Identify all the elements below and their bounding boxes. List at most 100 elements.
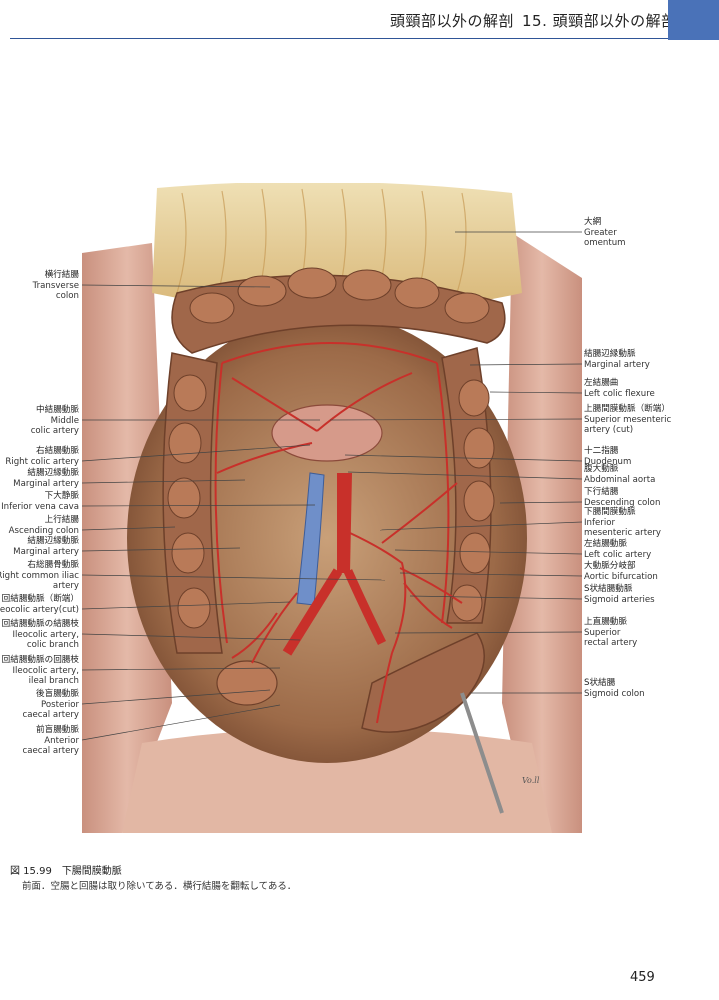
leader-line-right-2	[469, 363, 583, 366]
label-english: caecal artery	[22, 746, 79, 756]
leader-line-left-11	[81, 667, 281, 671]
leader-line-right-10	[399, 572, 583, 577]
label-english: Left colic flexure	[584, 388, 655, 399]
label-english: colon	[55, 291, 79, 301]
label-japanese: 前盲腸動脈	[36, 725, 79, 735]
label-english: Ileocolic artery,	[12, 629, 80, 640]
label-english: Ileocolic artery,	[12, 665, 80, 676]
label-english: Abdominal aorta	[584, 474, 656, 485]
leader-line-left-5	[81, 504, 316, 507]
label-japanese: 大動脈分岐部	[584, 561, 636, 571]
leader-line-left-9	[81, 601, 291, 610]
label-english: Middle	[50, 415, 79, 426]
label-japanese: 左結腸動脈	[584, 539, 627, 549]
artist-signature: Vo.ll	[522, 776, 540, 785]
label-english: Anterior	[44, 735, 79, 746]
label-english: Marginal artery	[13, 478, 79, 489]
label-english: Ileocolic artery(cut)	[0, 604, 79, 615]
leader-line-left-6	[81, 526, 176, 531]
superior-rectal-artery	[376, 652, 393, 724]
label-english: Marginal artery	[13, 546, 79, 557]
header-chapter-title: 15. 頭頸部以外の解剖	[522, 12, 677, 30]
label-japanese: 結腸辺縁動脈	[27, 468, 79, 478]
label-japanese: 左結腸曲	[584, 378, 619, 388]
label-english: Aortic bifurcation	[584, 571, 658, 582]
peritoneal-cavity	[127, 313, 527, 763]
label-english: colic artery	[30, 426, 79, 436]
leader-line-right-9	[394, 549, 583, 555]
figure-title: 下腸間膜動脈	[61, 866, 122, 877]
label-english: Ascending colon	[8, 525, 79, 536]
label-japanese: 結腸辺縁動脈	[27, 536, 79, 546]
chapter-tab	[668, 0, 719, 40]
label-english: ileal branch	[28, 676, 79, 686]
label-japanese: S状結腸動脈	[584, 584, 633, 594]
label-japanese: 下腸間膜動脈	[584, 507, 636, 517]
label-english: Right common iliac	[0, 570, 79, 581]
right-colic-artery	[216, 442, 313, 474]
label-english: Left colic artery	[584, 549, 652, 560]
leader-line-right-4	[329, 418, 583, 421]
label-english: Inferior	[584, 517, 616, 528]
pelvic-wall	[122, 728, 552, 833]
left-label-9: 回結腸動脈（断端）Ileocolic artery(cut)	[0, 594, 79, 615]
label-english: Descending colon	[584, 497, 661, 508]
label-english: Posterior	[41, 699, 79, 710]
sigmoid-arteries	[399, 567, 463, 629]
marginal-artery-left	[436, 362, 450, 624]
figure-caption-description: 前面．空腸と回腸は取り除いてある．横行結腸を翻転してある．	[22, 881, 297, 892]
page-number: 459	[630, 970, 655, 985]
leader-line-left-3	[81, 444, 311, 462]
page-header: 頭頸部以外の解剖 15. 頭頸部以外の解剖	[0, 0, 719, 42]
label-japanese: 回結腸動脈の結腸枝	[1, 619, 79, 629]
label-japanese: 腹大動脈	[584, 464, 619, 474]
label-japanese: 右総腸骨動脈	[27, 560, 79, 570]
label-english: Superior	[584, 627, 621, 638]
leader-line-left-8	[81, 574, 386, 581]
label-japanese: 中結腸動脈	[36, 405, 79, 415]
label-english: omentum	[584, 238, 626, 248]
label-english: mesenteric artery	[584, 528, 661, 538]
label-japanese: 下行結腸	[584, 487, 619, 497]
middle-colic-artery	[231, 372, 413, 432]
label-english: artery	[52, 581, 79, 591]
label-japanese: 右結腸動脈	[36, 446, 79, 456]
leader-line-right-12	[394, 631, 583, 634]
retractor-instrument	[460, 692, 504, 814]
header-part-title: 頭頸部以外の解剖	[390, 12, 515, 30]
label-japanese: 結腸辺縁動脈	[584, 349, 636, 359]
label-english: Greater	[584, 227, 617, 238]
label-english: caecal artery	[22, 710, 79, 720]
marginal-artery-top	[221, 342, 438, 364]
anatomical-illustration: Vo.ll	[82, 183, 582, 833]
label-english: Inferior vena cava	[1, 501, 79, 512]
leader-line-left-13	[81, 704, 281, 741]
leader-line-left-12	[81, 689, 271, 705]
label-japanese: S状結腸	[584, 678, 616, 688]
label-english: rectal artery	[584, 638, 638, 648]
label-english: Right colic artery	[5, 456, 79, 467]
leader-line-right-3	[489, 391, 583, 394]
label-english: Superior mesenteric	[584, 414, 672, 425]
ileocolic-artery	[231, 592, 298, 664]
label-japanese: 上行結腸	[44, 515, 79, 525]
label-japanese: 下大静脈	[44, 491, 79, 501]
leader-line-left-10	[81, 633, 301, 641]
abdominal-wall-right	[502, 233, 582, 833]
